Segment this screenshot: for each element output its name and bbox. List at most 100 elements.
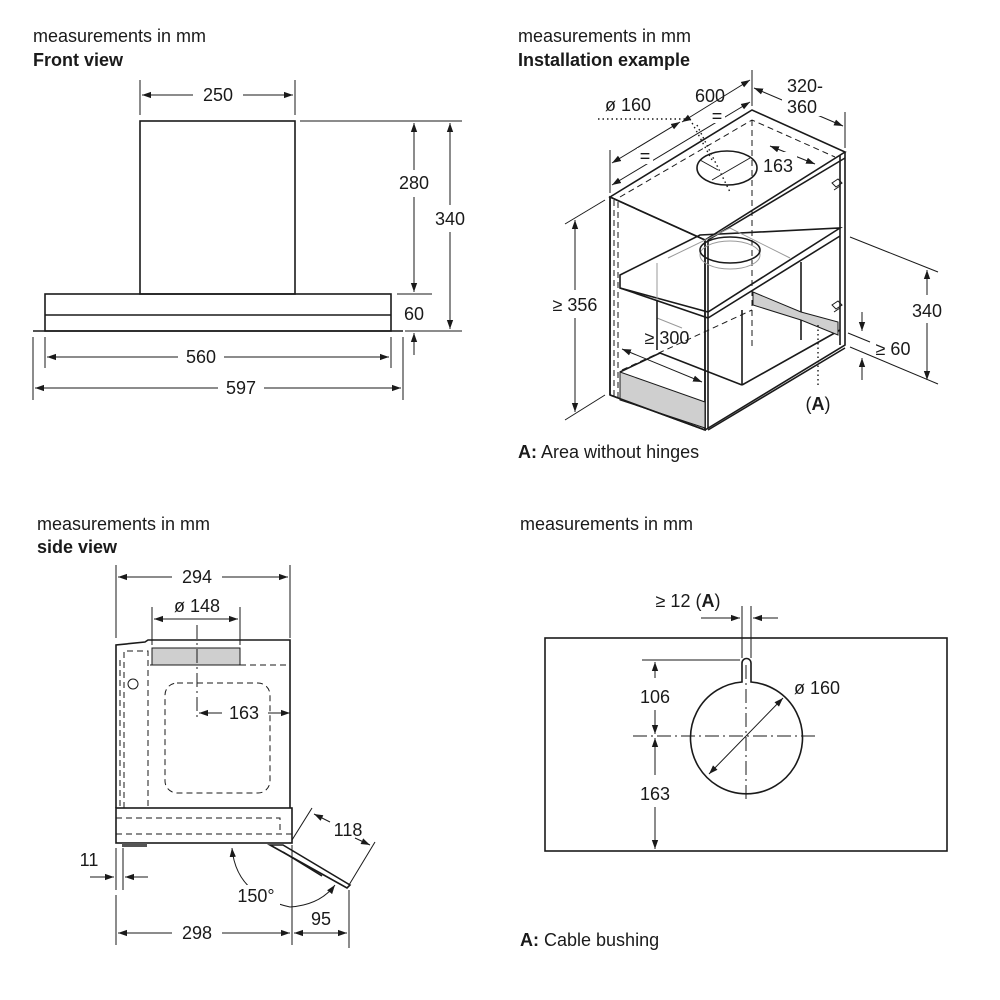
dim-width: 600	[695, 86, 725, 106]
shelf-front	[619, 287, 709, 319]
dim-upper: 106	[640, 687, 670, 707]
hood-ghost	[667, 227, 791, 259]
dim-equal-right: =	[712, 106, 723, 126]
dim-angle: 150°	[237, 886, 274, 906]
canopy-outline	[44, 293, 392, 332]
label-mask	[709, 107, 725, 123]
hood-ghost-duct	[699, 240, 761, 270]
chimney-outline	[139, 120, 296, 295]
dim-depth-line2: 360	[787, 97, 817, 117]
install-legend: A: Area without hinges	[518, 442, 699, 462]
dim-side-depth: 294	[182, 567, 212, 587]
bottom-shaded-area	[619, 371, 706, 429]
dim-depth-line1: 320-	[787, 76, 823, 96]
interior-dashed	[164, 682, 271, 794]
install-legend-text: Area without hinges	[537, 442, 699, 462]
cutout-subtitle: measurements in mm	[520, 514, 693, 534]
label-mask	[759, 152, 797, 174]
side-subtitle: measurements in mm	[37, 514, 210, 534]
front-view-panel: measurements in mm Front view 250 280 34…	[32, 26, 465, 400]
cutout-legend: A: Cable bushing	[520, 930, 659, 950]
install-subtitle: measurements in mm	[518, 26, 691, 46]
front-panel-dash	[123, 650, 149, 808]
hood-base-outline	[115, 807, 293, 844]
dim-chimney-width: 250	[203, 85, 233, 105]
label-mask	[232, 885, 280, 905]
shelf-top	[619, 227, 843, 313]
dim-outer-width: 597	[226, 378, 256, 398]
dim-arrow	[611, 121, 681, 164]
front-subtitle: measurements in mm	[33, 26, 206, 46]
dim-inner-width: 560	[186, 347, 216, 367]
shelf-side	[707, 235, 841, 319]
side-view-panel: measurements in mm side view 294 ø 148	[37, 514, 376, 948]
top-duct-hole	[696, 150, 758, 186]
dim-flap-projection: 95	[311, 909, 331, 929]
dim-min-depth: ≥ 300	[645, 328, 690, 348]
flap-outline	[266, 844, 352, 889]
area-marker: (A)	[806, 394, 831, 414]
hood-body-line	[741, 329, 841, 386]
cabinet-top	[608, 109, 847, 241]
hood-ghost	[656, 263, 683, 329]
side-title: side view	[37, 537, 118, 557]
ext-line	[348, 841, 376, 886]
bottom-edge	[707, 347, 846, 431]
ext-line	[849, 346, 939, 385]
ext-line	[564, 199, 606, 225]
front-title: Front view	[33, 50, 124, 70]
dim-arrow	[681, 79, 751, 123]
install-title: Installation example	[518, 50, 690, 70]
dim-arrow	[354, 837, 371, 846]
dim-cutout-diameter: ø 160	[794, 678, 840, 698]
knob-circle	[127, 678, 139, 690]
door-top-edge	[707, 157, 846, 241]
dim-outlet-diameter: ø 148	[174, 596, 220, 616]
label-mask	[222, 702, 268, 724]
dim-duct-diameter: ø 160	[605, 95, 651, 115]
dim-arrow	[621, 348, 703, 383]
outlet-shaded	[151, 647, 241, 666]
hinge-free-area	[752, 291, 839, 336]
dim-base-depth: 298	[182, 923, 212, 943]
base-dash	[116, 817, 281, 834]
bottom-edge	[659, 352, 743, 386]
cutout-legend-key: A:	[520, 930, 539, 950]
dim-lower: 163	[640, 784, 670, 804]
cutout-hole	[689, 657, 804, 795]
angle-arc	[229, 847, 336, 908]
ext-line	[291, 807, 313, 841]
dim-canopy-height: 60	[404, 304, 424, 324]
cabinet-right-edge	[704, 152, 846, 431]
ext-line	[849, 236, 939, 273]
install-legend-key: A:	[518, 442, 537, 462]
bottom-edge	[609, 394, 706, 431]
cutout-legend-text: Cable bushing	[539, 930, 659, 950]
panel-outline	[544, 637, 948, 852]
installation-panel: measurements in mm Installation example	[518, 26, 942, 462]
hood-side-outline	[115, 639, 291, 808]
hole-axis	[711, 157, 751, 181]
dim-flap-length: 118	[334, 820, 363, 840]
dim-shelf-height: 340	[912, 301, 942, 321]
dim-equal-left: =	[640, 146, 651, 166]
dim-total-height: 340	[435, 209, 465, 229]
dim-outlet-offset: 163	[229, 703, 259, 723]
hinge-icon	[831, 300, 843, 313]
cutout-panel: measurements in mm ø 160 ≥ 12 (A) 106 16…	[520, 514, 948, 950]
dim-offset: 163	[763, 156, 793, 176]
hinge-icon	[831, 178, 843, 191]
dim-min-height: ≥ 356	[553, 295, 598, 315]
ext-line	[847, 332, 871, 343]
dim-chimney-height: 280	[399, 173, 429, 193]
dim-min-gap: ≥ 60	[876, 339, 911, 359]
dim-cable-gap: ≥ 12 (A)	[656, 591, 721, 611]
ext-line	[564, 394, 606, 421]
dim-front-offset: 11	[80, 850, 99, 870]
label-mask	[637, 148, 653, 164]
label-mask	[782, 74, 838, 116]
hood-foot	[122, 843, 147, 847]
diameter-arrow	[708, 697, 784, 775]
